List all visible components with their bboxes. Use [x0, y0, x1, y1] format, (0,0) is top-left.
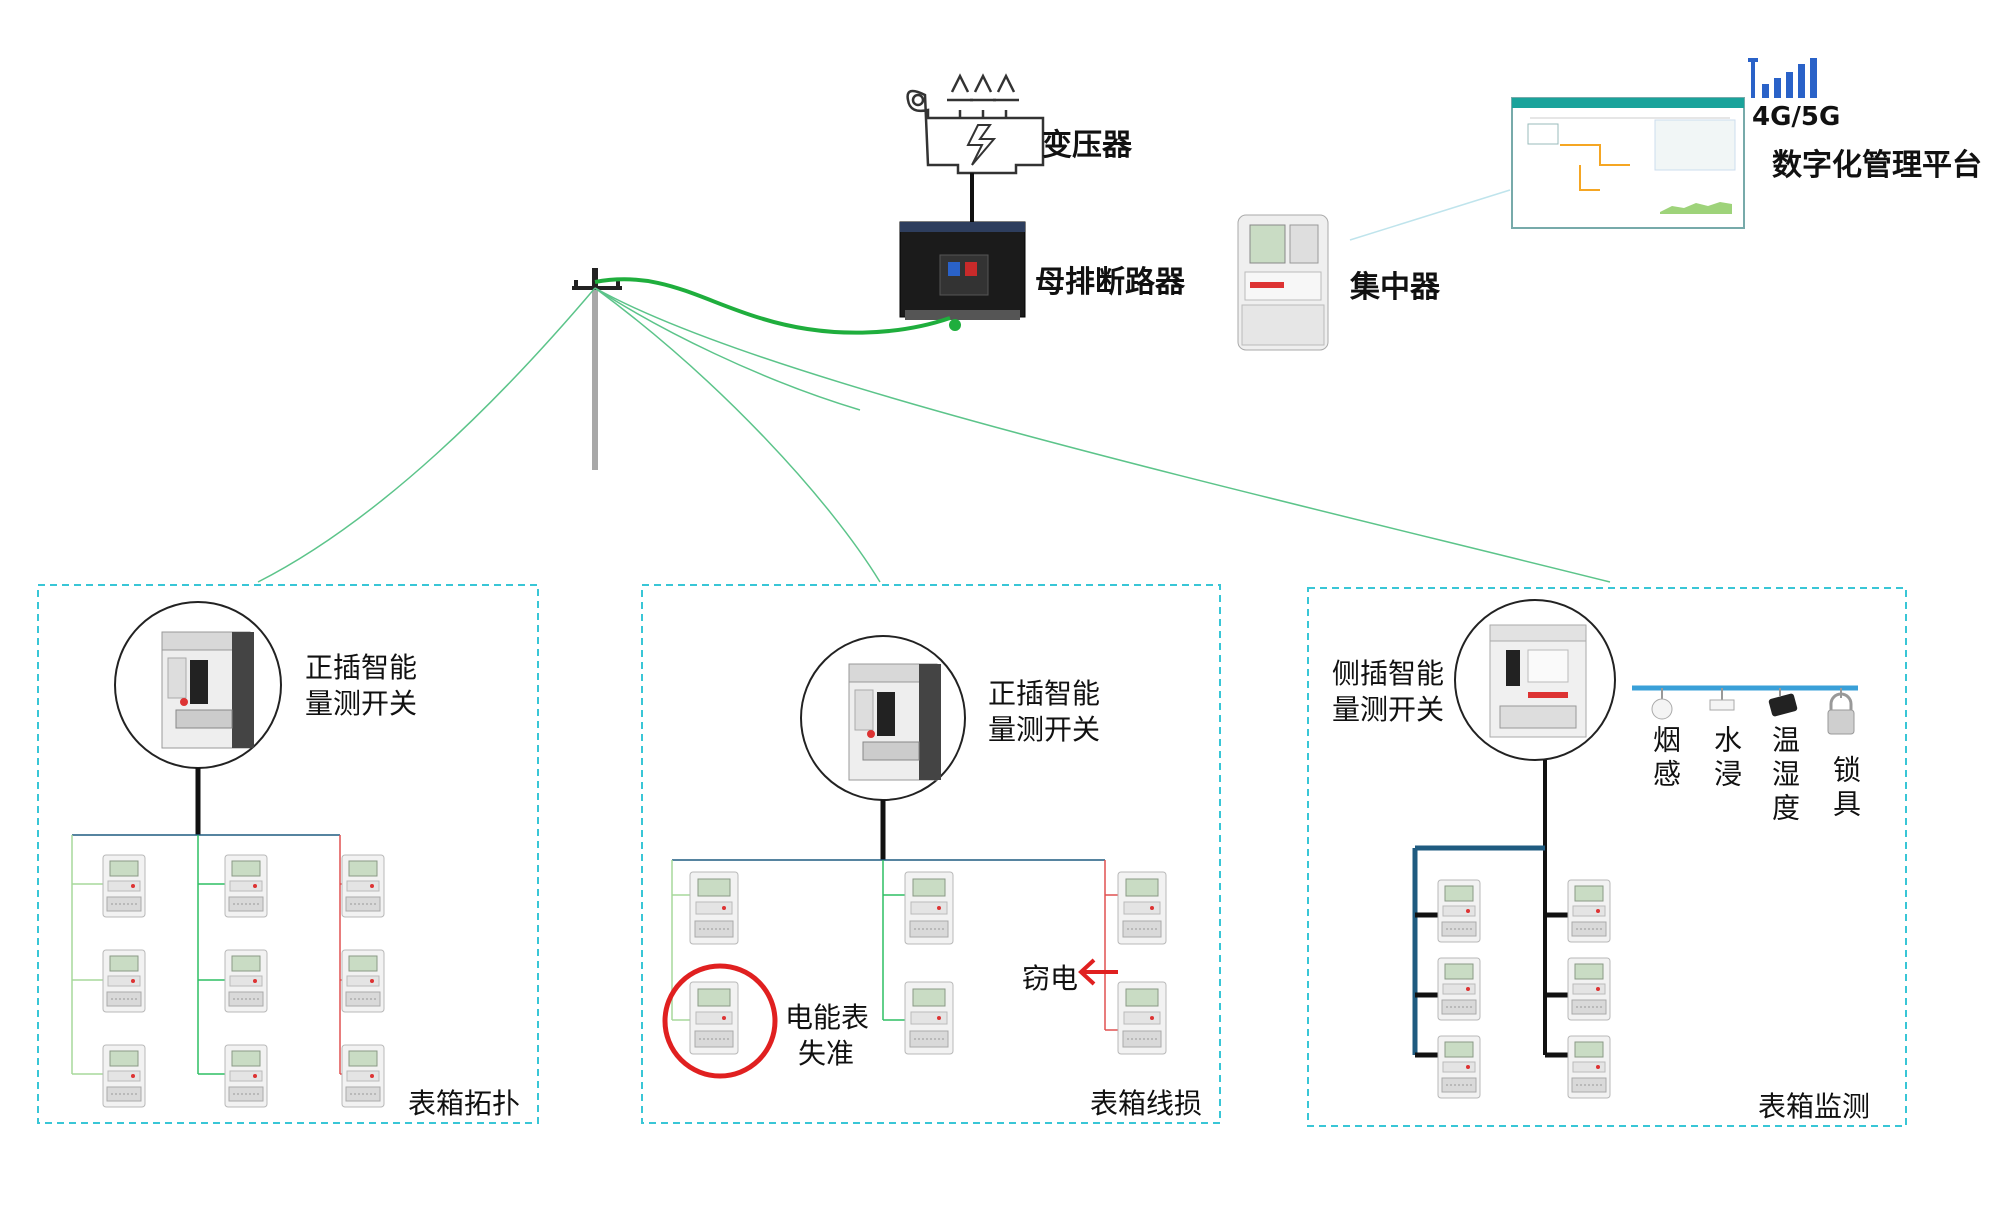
switch-label-line1: 侧插智能 — [1332, 657, 1445, 690]
smoke-sensor-icon — [1651, 688, 1673, 720]
sensor-lock-label: 锁具 — [1829, 755, 1862, 823]
box-caption: 表箱线损 — [1090, 1087, 1203, 1120]
meters-box-1 — [102, 854, 385, 1108]
switch-label-line2: 量测开关 — [305, 687, 418, 720]
box-caption: 表箱拓扑 — [408, 1087, 521, 1120]
sensor-temp-humidity-label: 温湿度 — [1768, 725, 1801, 827]
feeder-line-box-2 — [594, 287, 881, 583]
platform-label: 数字化管理平台 — [1772, 148, 1982, 183]
utility-pole-icon — [572, 268, 622, 470]
lock-icon — [1827, 688, 1855, 735]
bus-breaker-label: 母排断路器 — [1035, 265, 1185, 300]
branch-ticks-box-3 — [1415, 912, 1568, 1058]
faulty-meter-highlight — [662, 963, 778, 1079]
concentrator-icon — [1237, 214, 1329, 351]
fault-label-line1: 电能表 — [785, 1001, 870, 1034]
wireless-link — [1349, 189, 1511, 241]
transformer-label: 变压器 — [1042, 128, 1132, 163]
theft-label: 窃电 — [1022, 962, 1079, 995]
fault-label-line2: 失准 — [798, 1037, 855, 1070]
switch-label-line2: 量测开关 — [988, 713, 1101, 746]
network-label: 4G/5G — [1752, 102, 1841, 132]
meter-box-lineloss-frame — [641, 584, 1221, 1124]
sensor-water-label: 水浸 — [1710, 725, 1743, 793]
meter-box-monitor-frame — [1307, 587, 1907, 1127]
meter-box-topology-frame — [37, 584, 539, 1124]
temp-humidity-sensor-icon — [1768, 688, 1798, 717]
box-caption: 表箱监测 — [1758, 1090, 1871, 1123]
theft-arrow-icon — [1078, 958, 1118, 986]
feeder-line-box-3 — [594, 287, 1611, 583]
bus-breaker-icon — [899, 221, 1026, 331]
side-switch-icon — [1489, 624, 1587, 738]
feeder-line-box-1 — [257, 287, 596, 583]
feeder-line-box-2b — [594, 287, 861, 411]
water-sensor-icon — [1709, 688, 1735, 711]
platform-screen-icon — [1511, 97, 1745, 229]
meters-box-3 — [1437, 879, 1611, 1099]
signal-icon — [1748, 58, 1817, 98]
feeder-cable — [594, 277, 951, 335]
branch-lines-box-2 — [671, 860, 1118, 1031]
switch-label-line2: 量测开关 — [1332, 693, 1445, 726]
sensor-smoke-label: 烟感 — [1649, 725, 1682, 793]
switch-label-line1: 正插智能 — [305, 651, 418, 684]
meters-box-2 — [689, 871, 1167, 1055]
transformer-icon — [906, 73, 1045, 175]
switch-label-line1: 正插智能 — [988, 677, 1101, 710]
concentrator-label: 集中器 — [1350, 270, 1440, 305]
